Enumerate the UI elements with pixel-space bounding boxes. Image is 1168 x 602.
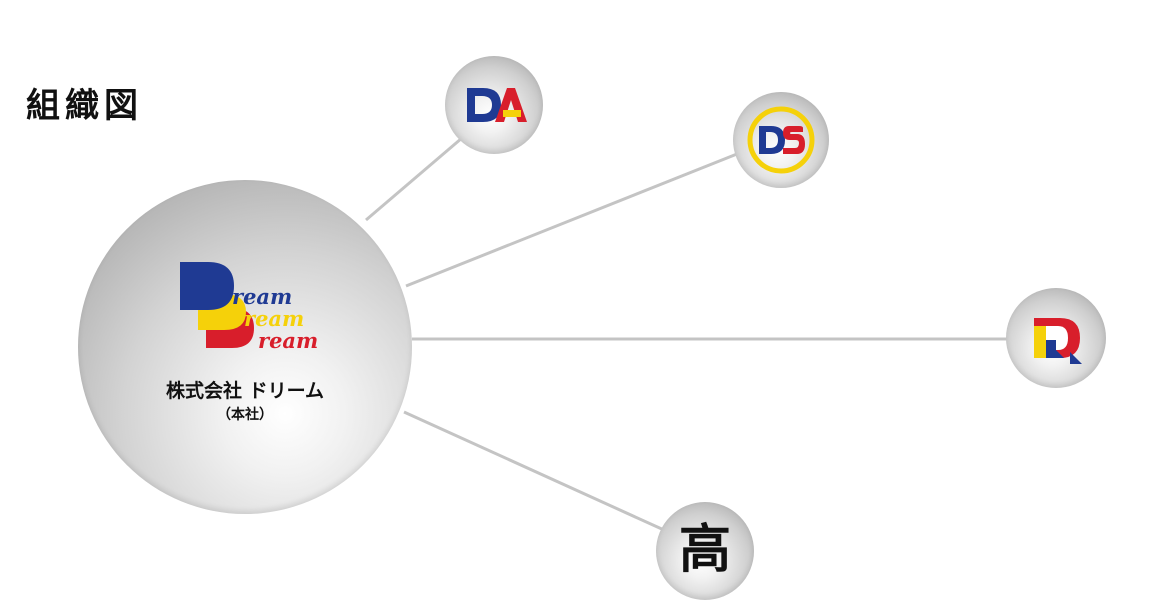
company-name: 株式会社 ドリーム bbox=[165, 380, 325, 402]
d-logo bbox=[1034, 318, 1082, 364]
connector-ds bbox=[405, 150, 743, 288]
dream-logo-word-3: ream bbox=[258, 328, 318, 352]
headquarters-node[interactable]: ream ream ream 株式会社 ドリーム （本社） bbox=[78, 180, 412, 514]
branch-node-ds[interactable] bbox=[733, 92, 829, 188]
dream-logo-word-2: ream bbox=[244, 306, 304, 331]
connector-da bbox=[365, 136, 463, 222]
company-subtitle: （本社） bbox=[217, 407, 273, 423]
page-title: 組織図 bbox=[26, 86, 143, 126]
dream-logo-word-1: ream bbox=[232, 284, 292, 309]
connector-kou bbox=[403, 410, 665, 532]
ds-logo bbox=[747, 106, 815, 174]
kou-logo: 高 bbox=[678, 520, 731, 580]
da-logo bbox=[467, 88, 527, 122]
branch-node-da[interactable] bbox=[445, 56, 543, 154]
dream-logo: ream ream ream bbox=[180, 262, 318, 352]
branch-node-kou[interactable]: 高 bbox=[656, 502, 754, 600]
dream-logo-d-blue bbox=[180, 262, 234, 310]
branch-node-d[interactable] bbox=[1006, 288, 1106, 388]
